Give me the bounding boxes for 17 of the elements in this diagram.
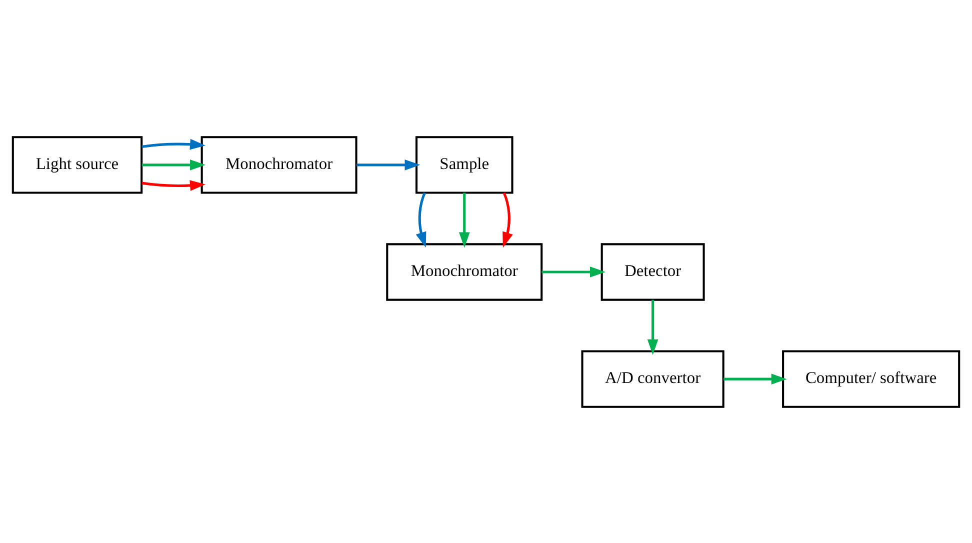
arrow bbox=[142, 180, 206, 190]
node-box: Monochromator bbox=[200, 136, 358, 194]
arrow bbox=[724, 373, 787, 384]
node-box: Detector bbox=[600, 242, 705, 300]
arrow bbox=[458, 192, 470, 248]
arrow bbox=[542, 266, 606, 277]
node-box: A/D convertor bbox=[581, 350, 724, 408]
arrow bbox=[647, 299, 658, 354]
arrow bbox=[502, 192, 513, 248]
node-box: Sample bbox=[415, 136, 514, 194]
arrow bbox=[416, 192, 426, 248]
node-box: Light source bbox=[12, 136, 143, 194]
node-box: Monochromator bbox=[386, 242, 543, 300]
node-box: Computer/ software bbox=[782, 350, 960, 408]
arrow bbox=[142, 138, 206, 150]
arrow bbox=[356, 159, 420, 170]
arrow bbox=[142, 159, 206, 170]
